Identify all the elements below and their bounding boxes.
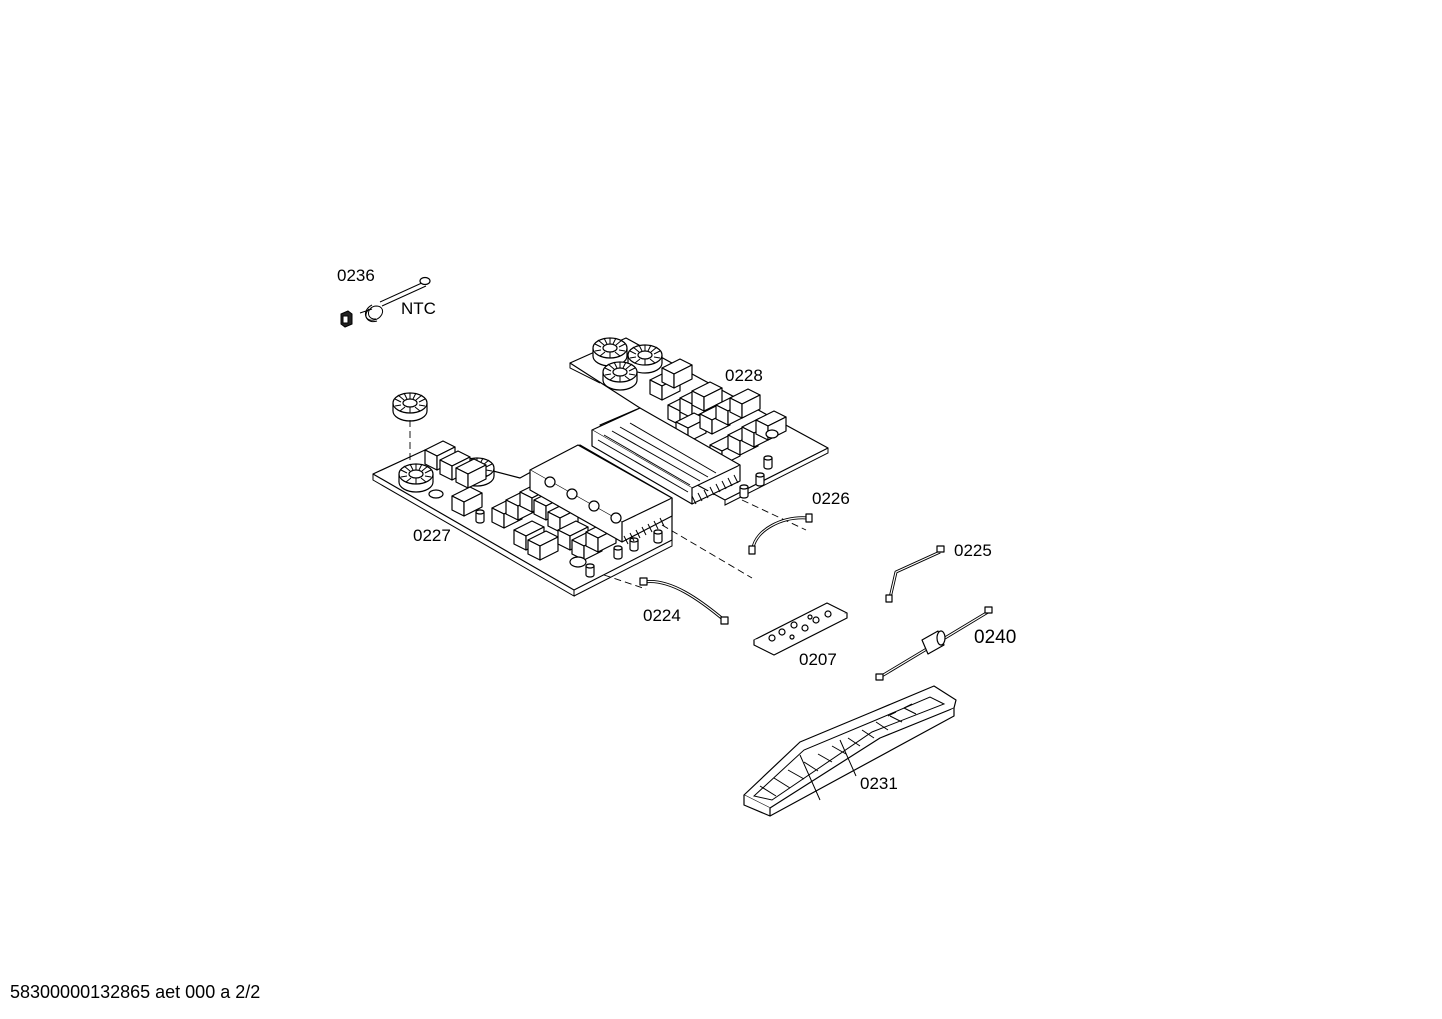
label-0236: 0236: [337, 266, 375, 285]
label-0224: 0224: [643, 606, 681, 625]
label-0207: 0207: [799, 650, 837, 669]
control-board-0207: [753, 602, 848, 656]
label-ntc: NTC: [401, 299, 436, 318]
cable-0225: [885, 545, 945, 603]
power-board-0228: [569, 337, 829, 506]
footer-document-id: 58300000132865 aet 000 a 2/2: [10, 982, 261, 1002]
cable-0240: [875, 606, 993, 681]
connection-dashes: [603, 499, 807, 590]
power-board-0227: [372, 392, 673, 597]
cable-0224: [639, 577, 729, 625]
label-0226: 0226: [812, 489, 850, 508]
cable-0226: [748, 513, 813, 555]
label-0225: 0225: [954, 541, 992, 560]
label-0228: 0228: [725, 366, 763, 385]
label-0231: 0231: [860, 774, 898, 793]
label-0227: 0227: [413, 526, 451, 545]
label-0240: 0240: [974, 627, 1017, 648]
housing-0231: [743, 685, 957, 817]
ntc-sensor-0236: [340, 276, 431, 328]
